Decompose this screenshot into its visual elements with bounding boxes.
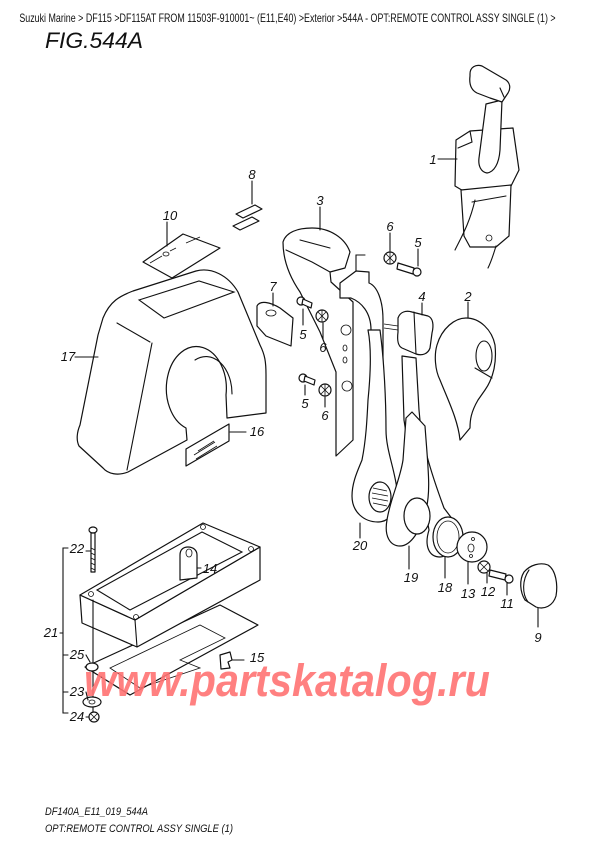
callout-22: 22: [69, 541, 85, 556]
part-4-knob: [383, 302, 434, 356]
screw-5-upper: [396, 248, 422, 277]
exploded-view-drawing: [59, 64, 558, 723]
callout-labels: 1 8 3 10 6 5 7 4 2 5 6 17 5 6 16 20 22 1…: [43, 152, 542, 724]
callout-12: 12: [481, 584, 496, 599]
part-22-bolt: [88, 526, 98, 716]
part-19-throttle-arm: [385, 411, 431, 570]
part-17-cover: [74, 269, 267, 475]
callout-11: 11: [500, 596, 514, 611]
part-3-bracket: [282, 206, 354, 457]
callout-4: 4: [418, 289, 425, 304]
breadcrumb-separator: >: [76, 11, 86, 25]
part-13-disc: [456, 531, 488, 585]
callout-7: 7: [269, 279, 277, 294]
assembly-bracket-line: [59, 547, 92, 718]
callout-6: 6: [319, 340, 327, 355]
part-7-bracket-plate: [256, 292, 294, 347]
part-11-screw: [488, 569, 514, 596]
callout-1: 1: [429, 152, 436, 167]
callout-3: 3: [316, 193, 324, 208]
callout-25: 25: [69, 647, 85, 662]
drawing-code: DF140A_E11_019_544A: [45, 806, 148, 818]
part-9-end-cap: [520, 563, 558, 628]
figure-caption: OPT:REMOTE CONTROL ASSY SINGLE (1): [45, 823, 233, 835]
breadcrumb-df115at-model[interactable]: DF115AT FROM 11503F-910001~ (E11,E40): [120, 11, 297, 25]
callout-16: 16: [250, 424, 265, 439]
part-8-emblem: [232, 180, 263, 231]
breadcrumb-current-page[interactable]: 544A - OPT:REMOTE CONTROL ASSY SINGLE (1…: [342, 11, 548, 25]
part-10-shift-plate: [142, 221, 221, 279]
part-24-nut: [88, 711, 100, 723]
callout-8: 8: [248, 167, 256, 182]
callout-5: 5: [301, 396, 309, 411]
callout-15: 15: [250, 650, 265, 665]
callout-17: 17: [61, 349, 76, 364]
callout-18: 18: [438, 580, 453, 595]
part-20-shift-arm: [351, 329, 398, 539]
screw-5-lower: [298, 373, 316, 396]
washer-6-lower: [318, 383, 332, 408]
washer-6-mid: [315, 309, 329, 340]
breadcrumb-separator: >: [296, 11, 304, 25]
part-21-base-assy: [79, 522, 261, 696]
part-12-washer: [477, 560, 491, 584]
callout-10: 10: [163, 208, 178, 223]
callout-21: 21: [43, 625, 58, 640]
part-15-clip: [219, 651, 245, 670]
breadcrumb-separator: >: [112, 11, 120, 25]
callout-5: 5: [299, 327, 307, 342]
callout-23: 23: [69, 684, 85, 699]
breadcrumb: Suzuki Marine > DF115 >DF115AT FROM 1150…: [7, 11, 563, 25]
part-2-lever-housing: [434, 301, 497, 441]
part-16-clip: [185, 423, 247, 467]
breadcrumb-separator: >: [335, 11, 343, 25]
part-25-washer: [85, 662, 99, 672]
watermark-text: www.partskatalog.ru: [84, 655, 490, 706]
part-1-remote-control-box: [437, 64, 520, 269]
callout-19: 19: [404, 570, 418, 585]
washer-6-upper: [383, 232, 397, 265]
breadcrumb-separator: >: [548, 11, 556, 25]
callout-6: 6: [386, 219, 394, 234]
figure-title: FIG.544A: [45, 28, 143, 53]
screw-5-mid: [296, 296, 313, 326]
callout-13: 13: [461, 586, 476, 601]
callout-5: 5: [414, 235, 422, 250]
callout-2: 2: [463, 289, 472, 304]
breadcrumb-suzuki-marine[interactable]: Suzuki Marine: [19, 11, 76, 25]
callout-14: 14: [203, 561, 217, 576]
breadcrumb-exterior[interactable]: Exterior: [304, 11, 335, 25]
callout-20: 20: [352, 538, 368, 553]
part-14-pin: [179, 546, 202, 581]
breadcrumb-df115[interactable]: DF115: [86, 11, 112, 25]
callout-24: 24: [69, 709, 84, 724]
callout-6: 6: [321, 408, 329, 423]
callout-9: 9: [534, 630, 541, 645]
part-18-lever-arm: [401, 355, 464, 579]
